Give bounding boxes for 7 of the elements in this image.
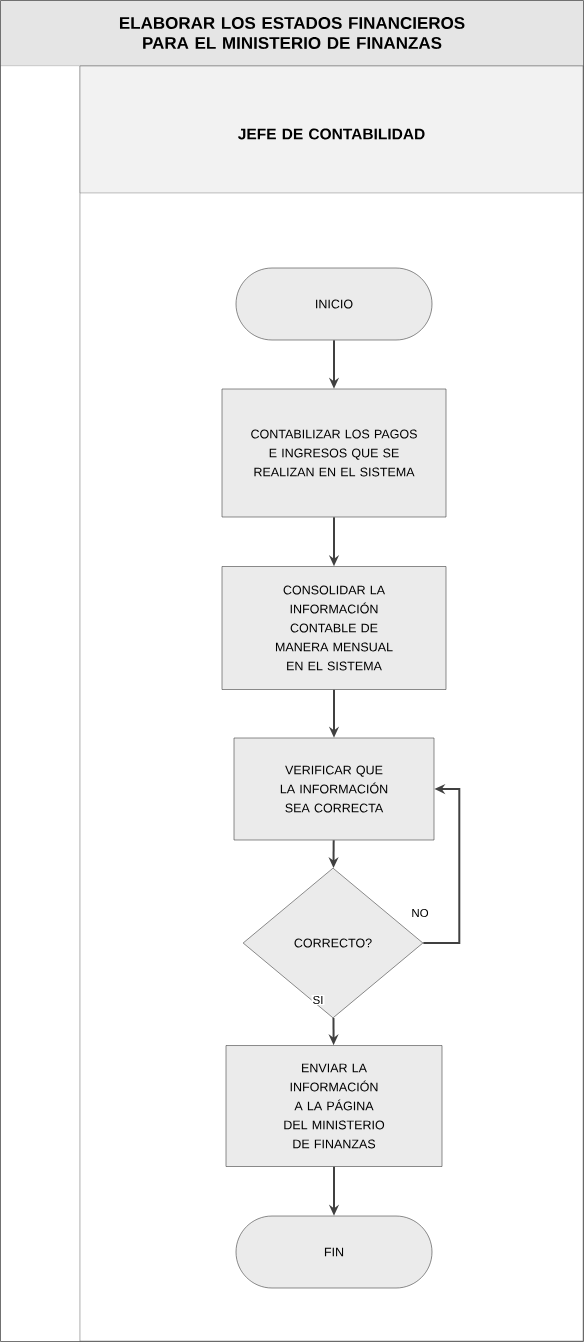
- terminator: INICIO: [235, 267, 433, 341]
- process-box: ENVIAR LA INFORMACIÓN A LA PÁGINA DEL MINISTERIO DE FINANZAS: [225, 1045, 443, 1167]
- edge-label: SI: [311, 994, 325, 1006]
- terminator: FIN: [235, 1215, 433, 1289]
- process-box: CONTABILIZAR LOS PAGOS E INGRESOS QUE SE REALIZAN EN EL SISTEMA: [221, 388, 447, 518]
- process-box: CONSOLIDAR LA INFORMACIÓN CONTABLE DE MANERA MENSUAL EN EL SISTEMA: [221, 566, 447, 690]
- process-box: VERIFICAR QUE LA INFORMACIÓN SEA CORRECTA: [233, 737, 435, 841]
